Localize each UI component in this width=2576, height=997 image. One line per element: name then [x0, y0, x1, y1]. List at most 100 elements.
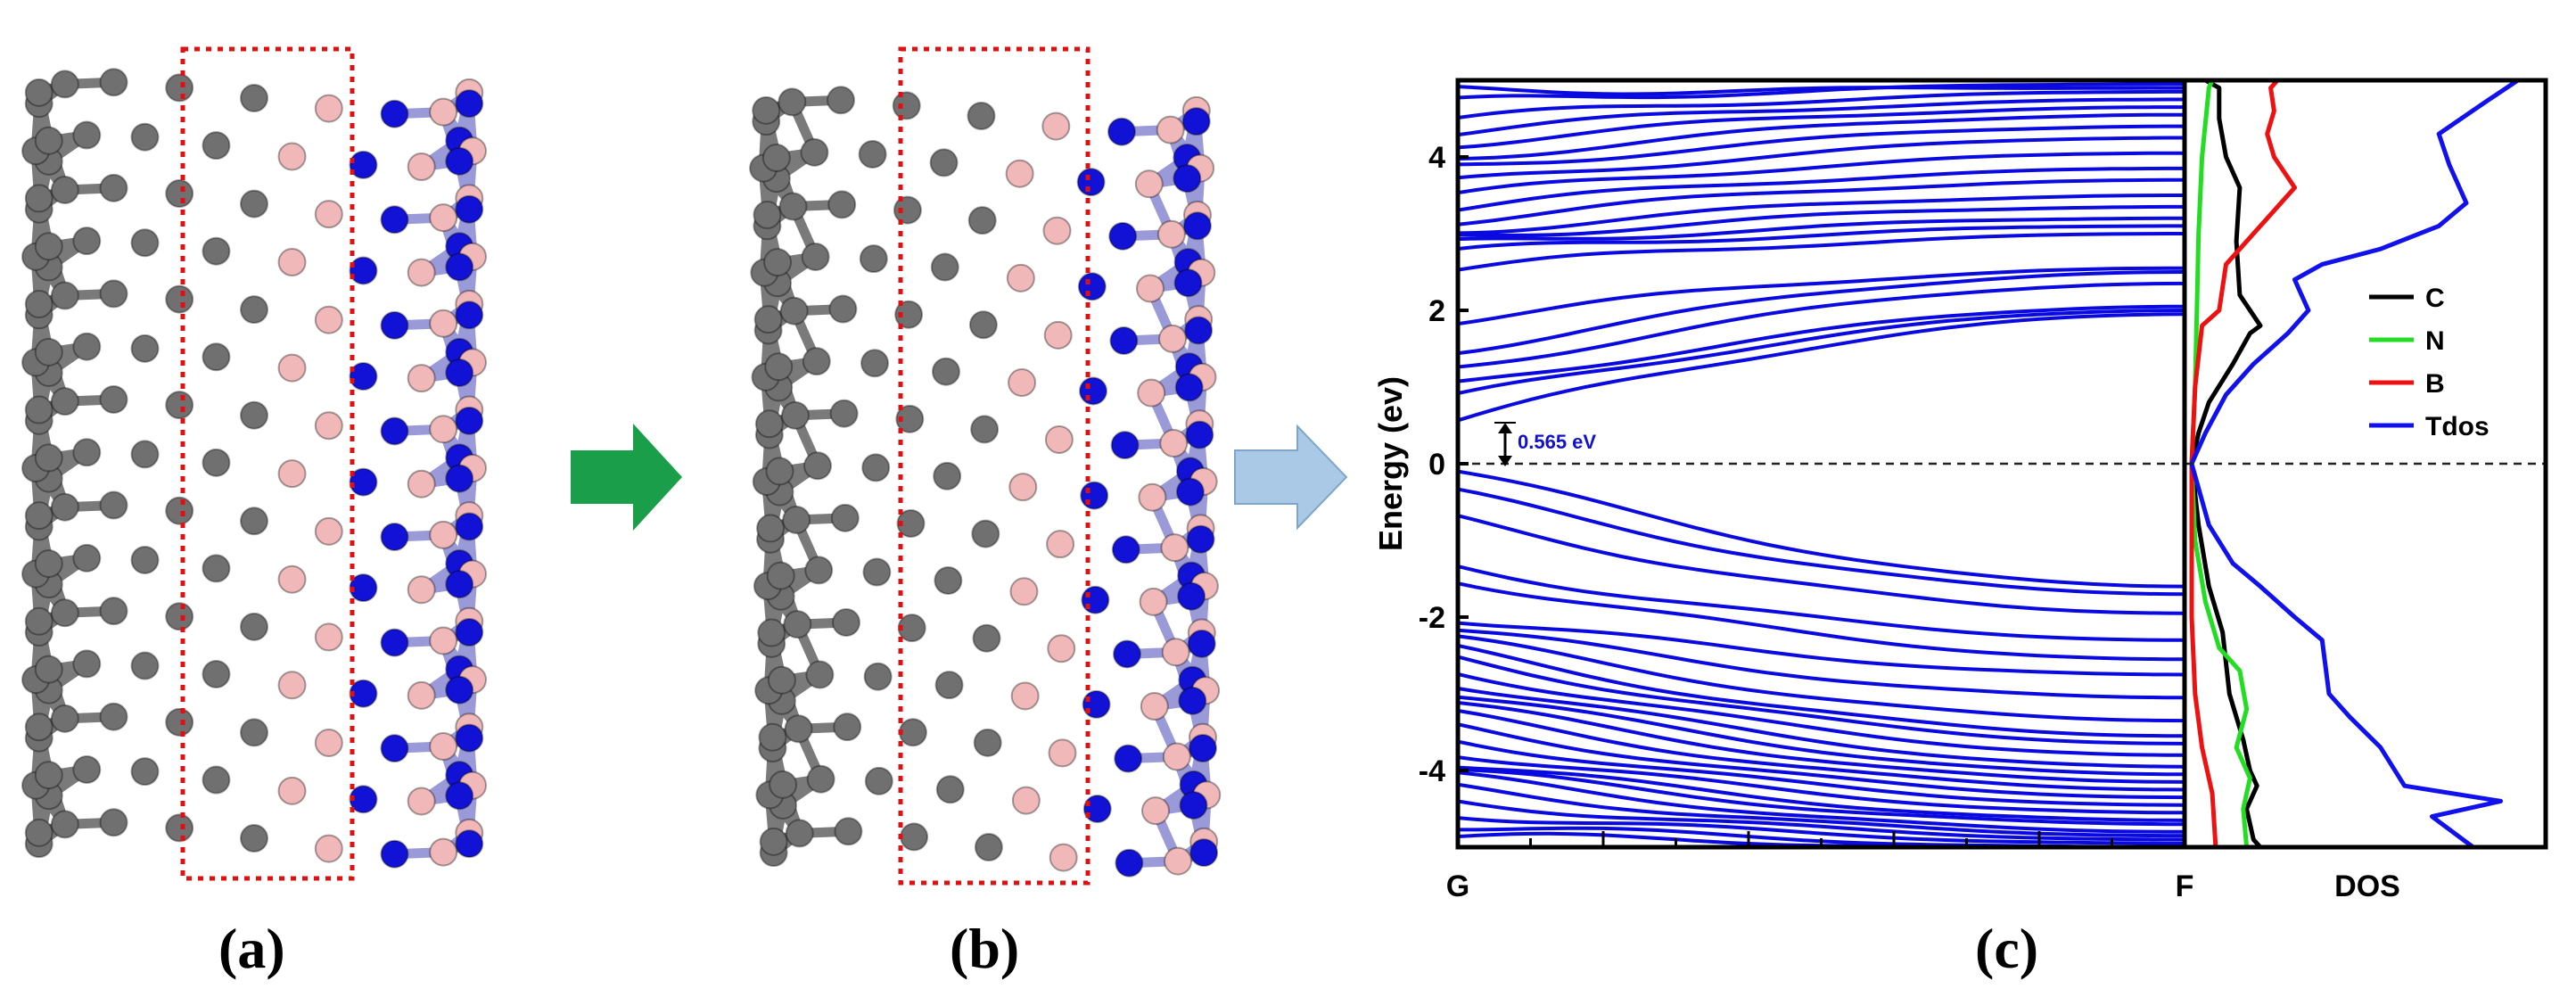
carbon-atom: [756, 514, 786, 543]
boron-atom: [1008, 368, 1037, 398]
conduction-band: [1458, 216, 2185, 242]
carbon-atom: [72, 543, 102, 573]
boron-atom: [1011, 786, 1041, 815]
nitrogen-atom: [349, 256, 378, 285]
dos-series-b: [2189, 464, 2218, 847]
carbon-atom: [240, 612, 268, 641]
nitrogen-atom: [1077, 272, 1107, 301]
boron-atom: [1138, 482, 1167, 512]
nitrogen-atom: [455, 618, 484, 647]
band-gap-label: 0.565 eV: [1518, 431, 1596, 453]
carbon-atom: [934, 565, 963, 595]
carbon-atom: [859, 244, 888, 274]
boron-atom: [1164, 846, 1193, 876]
boron-atom: [314, 200, 343, 229]
dos-axis-label: DOS: [2334, 869, 2400, 903]
nitrogen-atom: [349, 467, 378, 497]
valence-band: [1458, 739, 2185, 807]
valence-band: [1458, 634, 2185, 723]
boron-atom: [1048, 738, 1077, 768]
carbon-atom: [893, 195, 922, 225]
nitrogen-atom: [1173, 268, 1203, 298]
boron-atom: [407, 680, 436, 710]
nitrogen-atom: [380, 205, 409, 235]
nitrogen-atom: [380, 523, 409, 552]
conduction-band: [1458, 304, 2185, 383]
boron-atom: [1043, 320, 1073, 350]
carbon-atom: [862, 557, 892, 587]
nitrogen-atom: [380, 734, 409, 763]
carbon-atom: [829, 399, 859, 428]
nitrogen-atom: [445, 781, 474, 811]
valence-band: [1458, 487, 2185, 597]
carbon-atom: [930, 252, 959, 282]
valence-band: [1458, 655, 2185, 746]
nitrogen-atom: [349, 150, 378, 179]
carbon-atom: [72, 438, 102, 467]
nitrogen-atom: [1178, 686, 1207, 715]
valence-band: [1458, 701, 2185, 784]
carbon-atom: [24, 395, 53, 424]
conduction-band: [1458, 270, 2185, 356]
boron-atom: [1044, 424, 1074, 454]
carbon-atom: [892, 91, 921, 120]
carbon-atom: [785, 819, 814, 848]
carbon-atom: [752, 95, 781, 125]
carbon-atom: [759, 827, 788, 856]
nitrogen-atom: [455, 194, 484, 224]
y-tick-label: 4: [1428, 141, 1445, 175]
carbon-atom: [24, 184, 53, 213]
carbon-atom: [765, 457, 794, 486]
boron-atom: [314, 516, 343, 546]
carbon-atom: [24, 501, 53, 531]
conduction-band: [1458, 224, 2185, 251]
carbon-atom: [34, 337, 63, 367]
x-tick-label-f: F: [2176, 869, 2194, 903]
carbon-atom: [202, 554, 231, 583]
carbon-atom: [767, 665, 796, 695]
nitrogen-atom: [1188, 734, 1217, 763]
boron-atom: [277, 671, 307, 700]
boron-atom: [1134, 169, 1164, 199]
nitrogen-atom: [1081, 585, 1110, 614]
valence-band: [1458, 768, 2185, 827]
carbon-atom: [34, 443, 63, 473]
carbon-atom: [805, 660, 835, 689]
carbon-atom: [50, 70, 79, 99]
carbon-atom: [972, 623, 1001, 653]
carbon-atom: [130, 334, 160, 363]
carbon-atom: [929, 148, 959, 177]
nitrogen-atom: [349, 362, 378, 391]
carbon-atom: [130, 440, 160, 469]
carbon-atom: [863, 662, 893, 691]
boron-atom: [407, 364, 436, 393]
carbon-atom: [240, 824, 268, 853]
nitrogen-atom: [1114, 744, 1143, 773]
carbon-atom: [34, 655, 63, 684]
carbon-atom: [34, 126, 63, 155]
carbon-atom: [778, 87, 807, 117]
boron-atom: [429, 732, 458, 762]
valence-band: [1458, 564, 2185, 642]
boron-atom: [1135, 274, 1165, 303]
carbon-atom: [130, 122, 160, 152]
nitrogen-atom: [1076, 168, 1106, 197]
panel-label-a: (a): [218, 917, 285, 980]
nitrogen-atom: [455, 406, 484, 435]
carbon-atom: [50, 492, 79, 522]
x-tick-label-g: G: [1446, 869, 1469, 903]
conduction-band: [1458, 112, 2185, 161]
valence-band: [1458, 709, 2185, 792]
green-arrow-icon: [571, 424, 682, 531]
boron-atom: [277, 353, 307, 383]
carbon-atom: [754, 409, 784, 439]
carbon-atom: [973, 728, 1002, 757]
nitrogen-atom: [1189, 838, 1219, 868]
dos-frame: [2182, 78, 2548, 850]
boron-atom: [314, 622, 343, 652]
dos-series-tdos: [2189, 80, 2520, 466]
conduction-band: [1458, 309, 2185, 396]
legend-label: C: [2425, 284, 2445, 313]
